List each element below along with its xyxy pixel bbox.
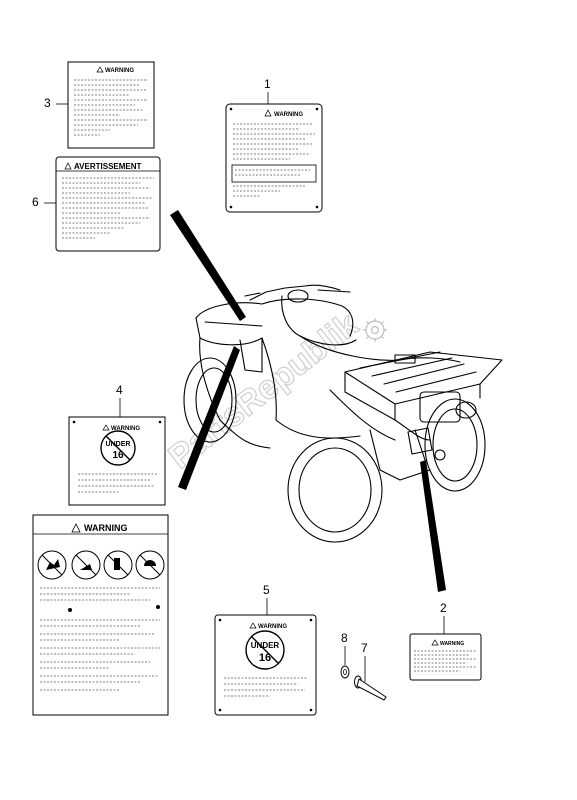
label-1-title: WARNING	[274, 112, 303, 118]
part-8-washer	[340, 665, 350, 679]
label-4-pictogram-warning-decal: WARNING	[32, 514, 169, 716]
watermark: PartsRepublik	[161, 305, 366, 477]
leader-wedge-1	[170, 210, 246, 321]
label-3-title: WARNING	[105, 68, 134, 74]
label-1-warning-decal: WARNING	[225, 103, 323, 213]
no-alcohol-icon	[103, 550, 133, 580]
label-5-under-text: UNDER	[251, 641, 280, 650]
label-4-big-title: WARNING	[84, 523, 128, 533]
label-4-age-text: 16	[112, 450, 124, 461]
label-2-title: WARNING	[440, 641, 464, 647]
part-7-rivet	[354, 675, 387, 701]
label-2-warning-decal: WARNING	[409, 633, 482, 681]
no-passenger-icon	[37, 550, 67, 580]
callout-4: 4	[116, 383, 123, 397]
label-4-title: WARNING	[111, 426, 140, 432]
callout-2: 2	[440, 601, 447, 615]
label-5-title: WARNING	[258, 624, 287, 630]
callout-5: 5	[263, 583, 270, 597]
leader-wedge-4	[178, 346, 240, 490]
callout-7: 7	[361, 641, 368, 655]
watermark-gear-icon	[363, 318, 387, 342]
leader-wedge-2	[420, 460, 446, 592]
callout-1: 1	[264, 77, 271, 91]
watermark-text: PartsRepublik	[162, 306, 366, 477]
label-4-under16-decal: WARNING UNDER 16	[68, 416, 166, 506]
label-4-under-text: UNDER	[106, 441, 131, 448]
atv-illustration	[183, 284, 503, 543]
label-6-avertissement-decal: AVERTISSEMENT	[55, 156, 161, 252]
label-5-under16-decal: WARNING UNDER 16	[214, 614, 317, 716]
callout-6: 6	[32, 195, 39, 209]
callout-8: 8	[341, 631, 348, 645]
label-3-warning-decal: WARNING	[67, 61, 155, 149]
label-6-title: AVERTISSEMENT	[74, 162, 142, 171]
no-paved-road-icon	[71, 550, 101, 580]
callout-leaders	[44, 92, 445, 682]
wear-helmet-icon	[135, 550, 165, 580]
callout-3: 3	[44, 96, 51, 110]
label-5-age-text: 16	[259, 652, 271, 664]
